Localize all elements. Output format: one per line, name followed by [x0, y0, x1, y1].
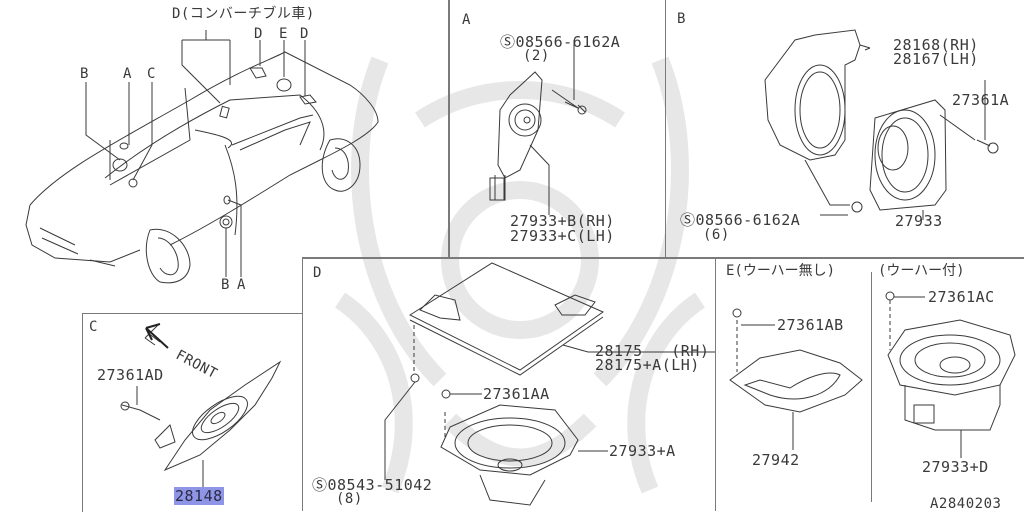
section-b-title: B — [677, 11, 686, 27]
frame-de-divider — [715, 257, 716, 511]
section-e-title: E(ウーハー無し) — [726, 263, 836, 279]
part-number-27361ac[interactable]: 27361AC — [928, 288, 995, 306]
section-e2-title: (ウーハー付) — [878, 263, 965, 279]
frame-divider-a-left — [448, 0, 450, 258]
watermark-emblem-icon — [334, 56, 706, 494]
part-number-27933b[interactable]: 27933+B(RH) — [510, 212, 615, 230]
part-number-08566-6162a-b[interactable]: Ⓢ08566-6162A — [680, 211, 801, 229]
front-arrow-icon — [145, 323, 169, 349]
tweeter-bracket-a-icon — [489, 40, 587, 215]
part-number-27933d[interactable]: 27933+D — [922, 458, 989, 476]
part-number-27942[interactable]: 27942 — [752, 451, 800, 469]
frame-d-left — [302, 257, 303, 511]
part-qty-b: (6) — [703, 227, 730, 243]
part-number-27361ab[interactable]: 27361AB — [777, 316, 844, 334]
speaker-27933a-d-icon — [440, 389, 608, 506]
part-number-28175a[interactable]: 28175+A(LH) — [595, 356, 700, 374]
overview-callout-b-door: B — [221, 277, 230, 293]
overview-callout-e: E — [279, 26, 288, 42]
selected-part-highlight[interactable]: 28148 — [174, 487, 224, 505]
section-a-title: A — [462, 12, 471, 28]
woofer-27933d-e-icon — [885, 291, 1016, 458]
overview-callout-d2: D — [300, 26, 309, 42]
frame-e-inner-divider — [871, 272, 872, 502]
part-number-27361a[interactable]: 27361A — [952, 91, 1010, 109]
part-number-28148[interactable]: 28148 — [174, 487, 224, 505]
part-qty-d: (8) — [336, 491, 363, 507]
tweeter-28148-c-icon — [120, 324, 282, 489]
part-number-27933c[interactable]: 27933+C(LH) — [510, 227, 615, 245]
speaker-27933-b-icon — [869, 80, 999, 220]
part-number-27933[interactable]: 27933 — [895, 212, 943, 230]
frame-divider-top-bottom — [303, 257, 1024, 259]
part-number-28168[interactable]: 28168(RH) — [893, 36, 979, 54]
speaker-adapter-b-icon — [764, 29, 871, 213]
frame-divider-ab — [665, 0, 666, 258]
section-d-title: D — [313, 265, 322, 281]
part-number-28167[interactable]: 28167(LH) — [893, 50, 979, 68]
overview-callout-a: A — [123, 66, 132, 82]
grille-28175-d-icon — [384, 262, 715, 480]
overview-callout-b: B — [80, 66, 89, 82]
overview-callout-c: C — [147, 66, 156, 82]
diagram-id-code: A2840203 — [930, 496, 1002, 512]
frame-c-box — [82, 313, 303, 512]
part-number-27361ad[interactable]: 27361AD — [97, 366, 164, 384]
part-number-27361aa[interactable]: 27361AA — [483, 385, 550, 403]
overview-callout-d1: D — [254, 26, 263, 42]
part-number-28175[interactable]: 28175 (RH) — [595, 342, 710, 360]
part-number-08543-51042[interactable]: Ⓢ08543-51042 — [312, 476, 433, 494]
part-number-08566-6162a-a[interactable]: Ⓢ08566-6162A — [500, 33, 621, 51]
overview-convertible-label: D(コンバーチブル車) — [172, 6, 315, 22]
bracket-27942-e-icon — [729, 308, 863, 450]
car-outline-icon — [25, 30, 379, 284]
part-qty-a: (2) — [523, 48, 550, 64]
section-c-title: C — [89, 319, 98, 335]
overview-callout-a-door: A — [237, 277, 246, 293]
part-number-27933a[interactable]: 27933+A — [609, 442, 676, 460]
